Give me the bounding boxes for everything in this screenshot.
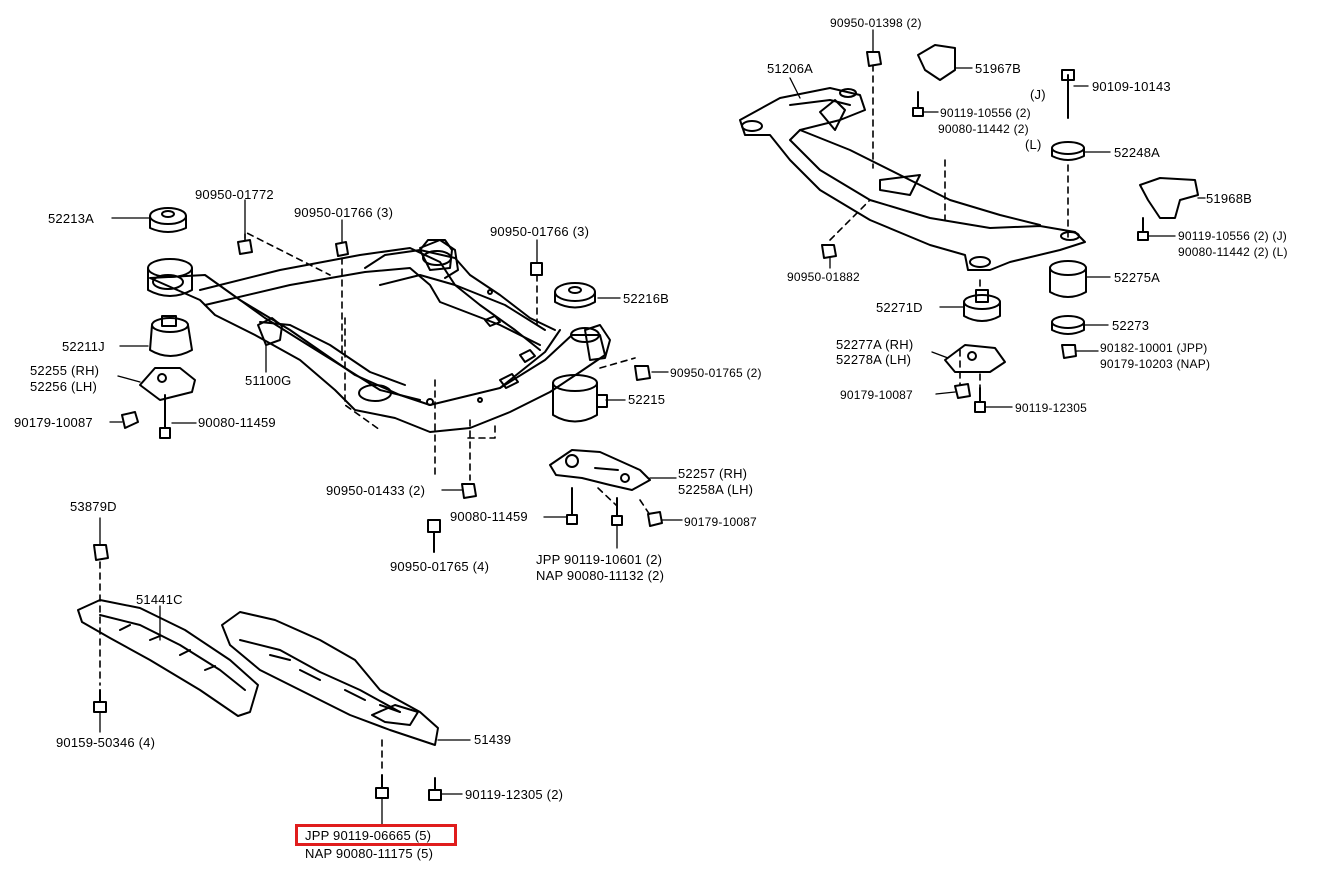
label-52255: 52255 (RH) xyxy=(30,363,100,378)
label-jpp-90119-06665: JPP 90119-06665 (5) xyxy=(305,828,432,843)
bolt-left-a xyxy=(159,394,171,439)
label-90080-11442-a: 90080-11442 (2) xyxy=(938,122,1029,136)
label-51439: 51439 xyxy=(474,732,512,747)
label-52211J: 52211J xyxy=(62,339,105,354)
label-90950-01766-a: 90950-01766 (3) xyxy=(294,205,394,220)
mount-52273 xyxy=(1051,315,1085,335)
label-jpp-90119-10601: JPP 90119-10601 (2) xyxy=(536,552,663,567)
label-90109-10143: 90109-10143 xyxy=(1092,79,1171,94)
label-90950-01433: 90950-01433 (2) xyxy=(326,483,426,498)
label-90080-11442-b: 90080-11442 (2) (L) xyxy=(1178,245,1288,259)
label-51100G: 51100G xyxy=(245,373,292,388)
label-51206A: 51206A xyxy=(767,61,814,76)
label-53879D: 53879D xyxy=(70,499,117,514)
bushing-52211J xyxy=(149,315,193,357)
mount-52248A xyxy=(1051,141,1085,161)
label-52216B: 52216B xyxy=(623,291,670,306)
label-52278A: 52278A (LH) xyxy=(836,352,912,367)
cover-51439 xyxy=(221,611,439,746)
label-52256: 52256 (LH) xyxy=(30,379,98,394)
label-90950-01772: 90950-01772 xyxy=(195,187,274,202)
label-52275A: 52275A xyxy=(1114,270,1161,285)
label-90080-11459-b: 90080-11459 xyxy=(450,509,528,524)
label-52215: 52215 xyxy=(628,392,666,407)
highlighted-part-box xyxy=(295,824,457,846)
label-90159-50346: 90159-50346 (4) xyxy=(56,735,156,750)
label-90119-10556-a: 90119-10556 (2) xyxy=(940,106,1031,120)
label-90179-10203: 90179-10203 (NAP) xyxy=(1100,357,1211,371)
label-90080-11459-a: 90080-11459 xyxy=(198,415,276,430)
label-51967B: 51967B xyxy=(975,61,1022,76)
label-52213A: 52213A xyxy=(48,211,95,226)
label-nap-90080-11132: NAP 90080-11132 (2) xyxy=(536,568,665,583)
label-52277A: 52277A (RH) xyxy=(836,337,914,352)
bushing-52271D xyxy=(963,289,1001,322)
label-90179-10087-b: 90179-10087 xyxy=(684,515,757,529)
label-90950-01882: 90950-01882 xyxy=(787,270,860,284)
label-52248A: 52248A xyxy=(1114,145,1161,160)
mount-52216B xyxy=(554,282,596,309)
label-90119-12305-2: 90119-12305 (2) xyxy=(465,787,564,802)
label-52258A: 52258A (LH) xyxy=(678,482,754,497)
label-51441C: 51441C xyxy=(136,592,183,607)
bushing-52275A xyxy=(1049,260,1087,298)
bracket-52257 xyxy=(549,449,651,491)
label-90119-10556-b: 90119-10556 (2) (J) xyxy=(1178,229,1287,243)
label-j-a: (J) xyxy=(1030,87,1046,102)
label-90950-01766-b: 90950-01766 (3) xyxy=(490,224,590,239)
label-52257: 52257 (RH) xyxy=(678,466,748,481)
bushing-lower-left xyxy=(147,258,193,297)
label-52271D: 52271D xyxy=(876,300,923,315)
label-l-a: (L) xyxy=(1025,137,1042,152)
subframe-51100G xyxy=(149,239,611,433)
label-90950-01398: 90950-01398 (2) xyxy=(830,16,922,30)
bracket-52255 xyxy=(139,367,196,401)
label-90950-01765-2: 90950-01765 (2) xyxy=(670,366,762,380)
subframe-51206A xyxy=(739,87,1086,271)
label-51968B: 51968B xyxy=(1206,191,1253,206)
mount-52213A xyxy=(149,207,187,233)
label-nap-90080-11175: NAP 90080-11175 (5) xyxy=(305,846,434,861)
label-90179-10087-c: 90179-10087 xyxy=(840,388,913,402)
bushing-52215 xyxy=(552,374,608,423)
label-90950-01765-4: 90950-01765 (4) xyxy=(390,559,490,574)
label-90119-12305: 90119-12305 xyxy=(1015,401,1088,415)
label-90179-10087-a: 90179-10087 xyxy=(14,415,93,430)
label-52273: 52273 xyxy=(1112,318,1150,333)
cover-51441C xyxy=(77,599,259,717)
label-90182-10001: 90182-10001 (JPP) xyxy=(1100,341,1208,355)
